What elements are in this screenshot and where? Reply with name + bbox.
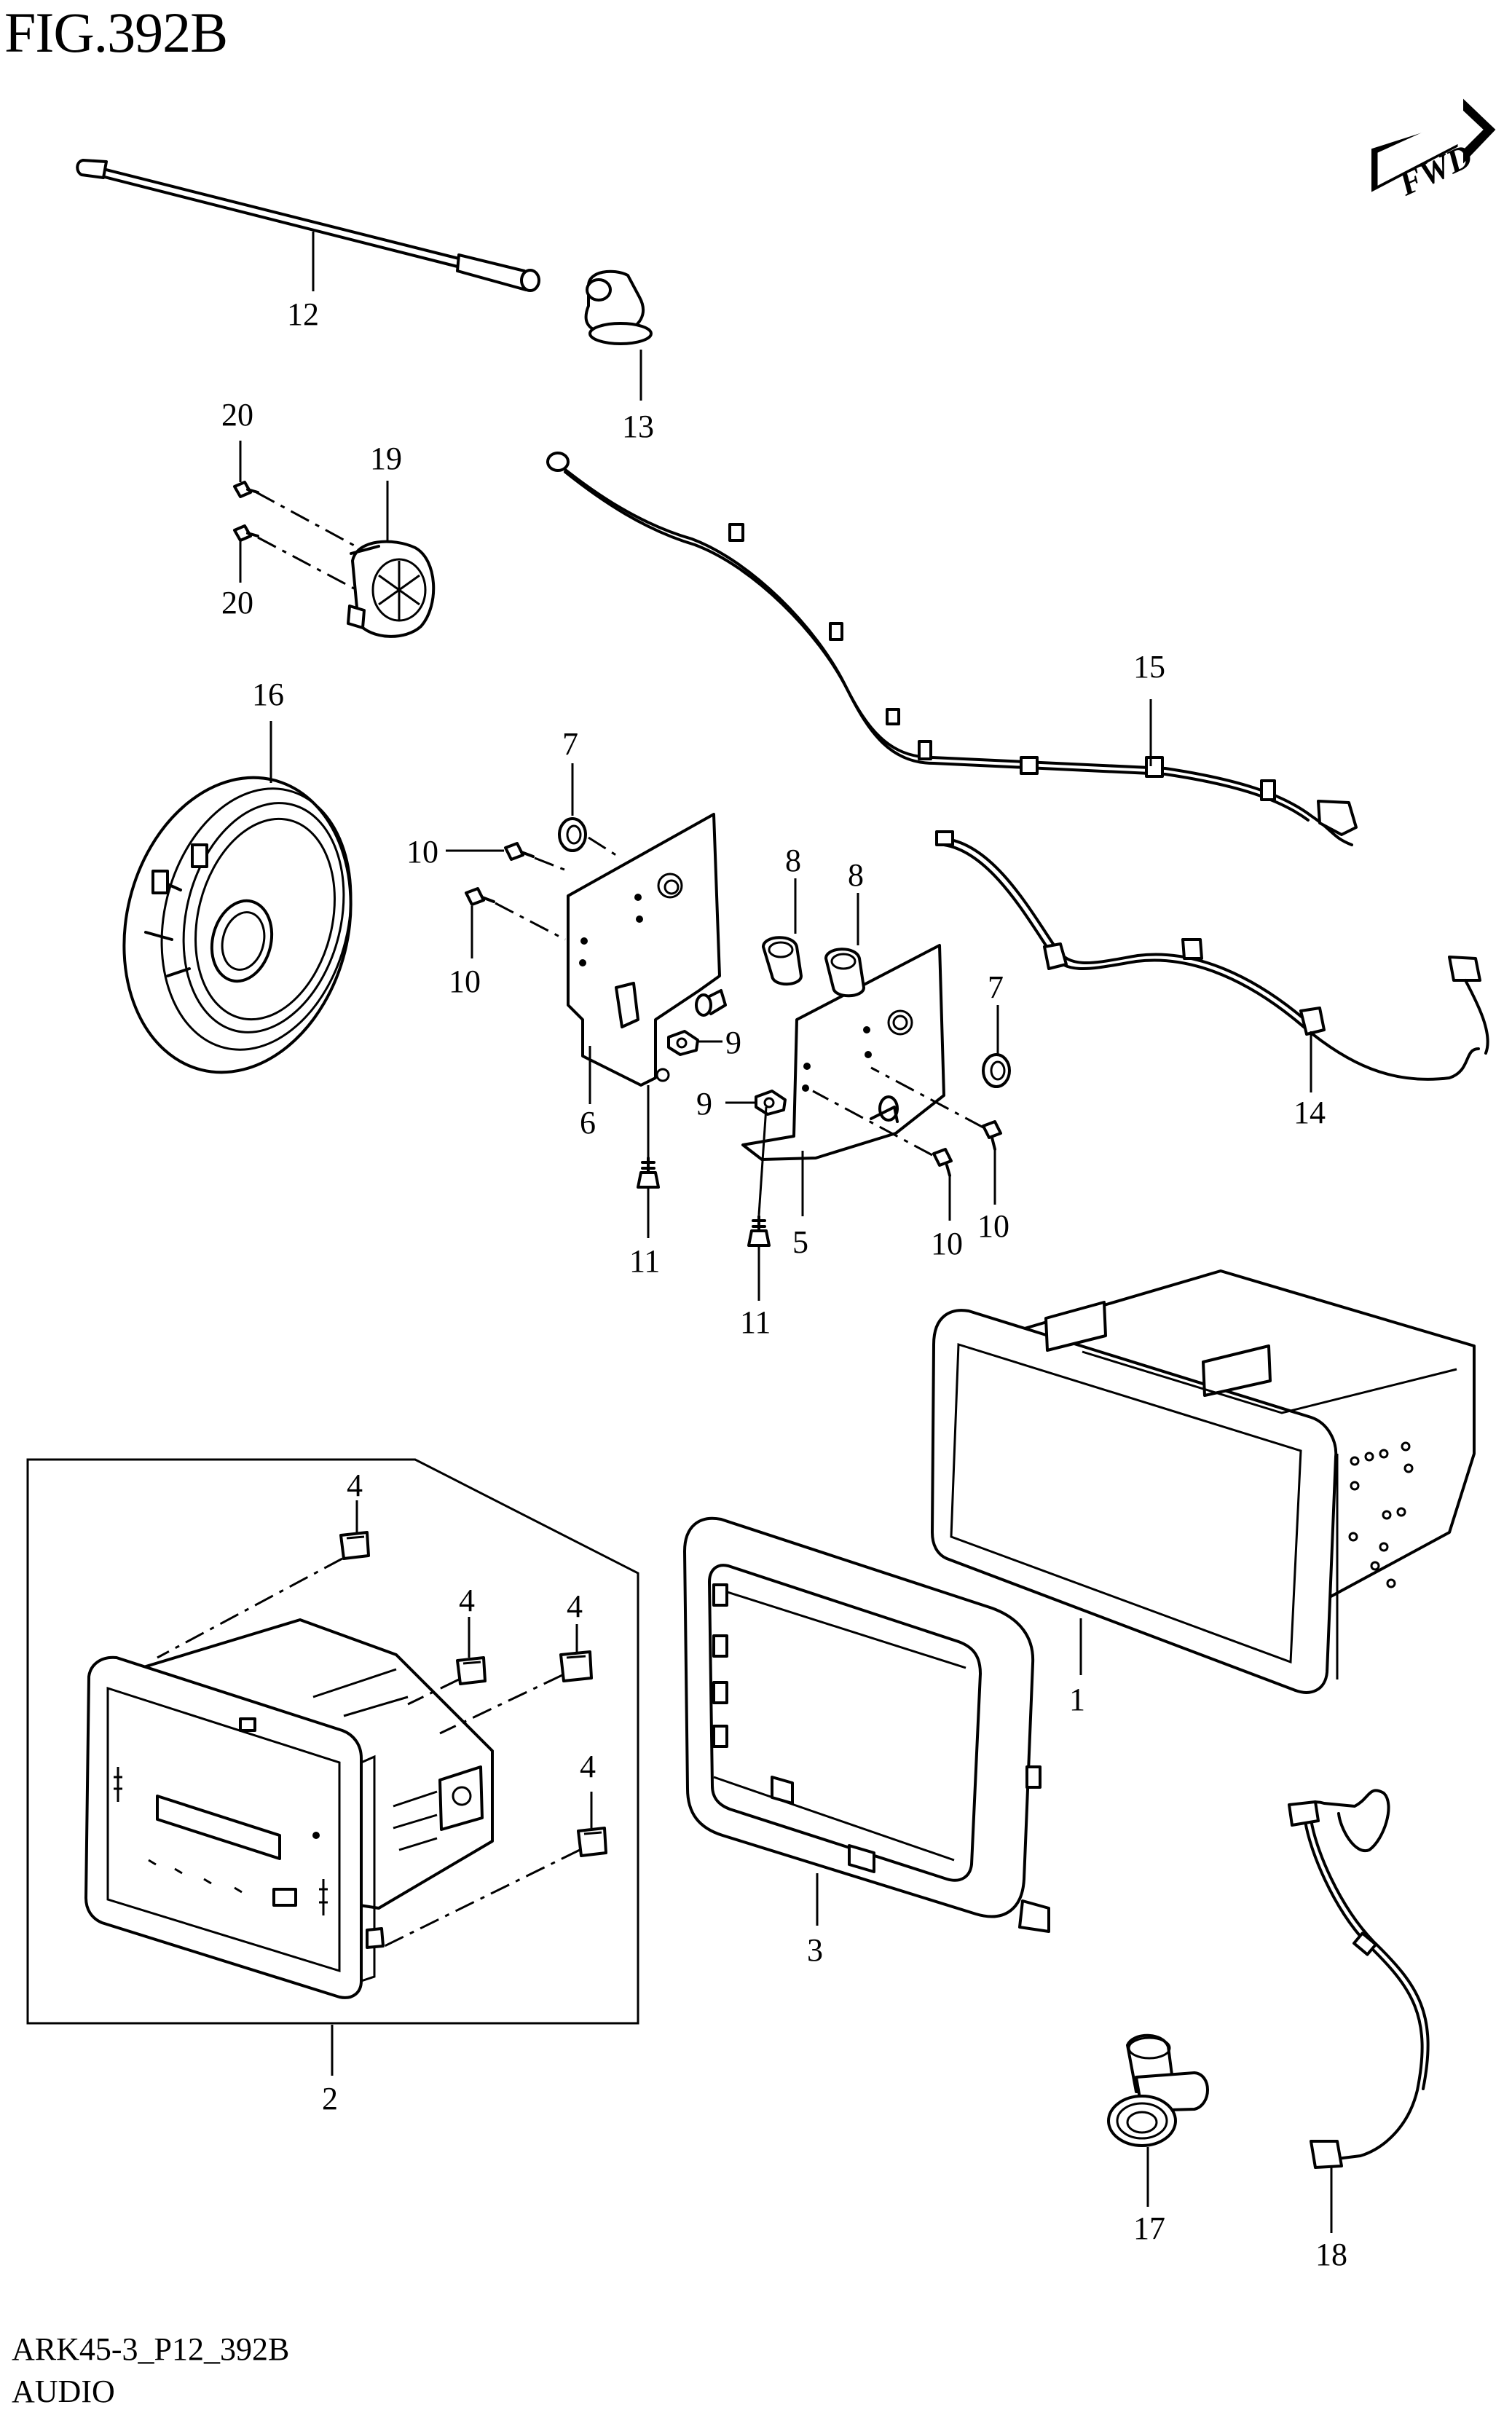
clip-8-left — [762, 936, 803, 986]
nut-9-upper — [667, 1030, 699, 1056]
antenna-rod-part — [76, 159, 540, 292]
label-part-3: 3 — [807, 1932, 823, 1968]
head-unit-1-part — [931, 1269, 1476, 1694]
clip-4-b — [456, 1656, 487, 1685]
option-box-frame — [26, 1458, 639, 2025]
audio-unit-2-part — [84, 1618, 494, 1999]
label-part-1: 1 — [1069, 1682, 1085, 1717]
screw-10-d — [932, 1148, 953, 1177]
label-part-15: 15 — [1133, 649, 1165, 685]
extension-cable-part — [935, 830, 1489, 1081]
label-part-9a: 9 — [725, 1025, 741, 1060]
screw-10-b — [465, 887, 495, 906]
clip-4-a — [339, 1531, 370, 1560]
label-part-14: 14 — [1294, 1095, 1326, 1130]
label-part-20a: 20 — [221, 397, 253, 433]
label-part-11a: 11 — [629, 1243, 660, 1279]
label-part-10a: 10 — [406, 834, 438, 870]
label-part-4a: 4 — [347, 1468, 363, 1503]
usb-cable-part — [1288, 1789, 1430, 2169]
label-part-16: 16 — [252, 677, 284, 712]
label-part-13: 13 — [622, 409, 654, 444]
antenna-base-part — [584, 269, 653, 401]
screw-20-upper — [233, 481, 259, 498]
screw-10-a — [504, 842, 535, 861]
label-part-6: 6 — [580, 1105, 596, 1141]
clip-4-d — [577, 1827, 607, 1857]
part-number-labels: 1 2 3 4 4 4 4 5 6 7 7 8 8 9 9 10 10 10 1… — [221, 296, 1347, 2272]
label-part-2: 2 — [322, 2081, 338, 2116]
drawing-code: ARK45-3_P12_392B — [12, 2331, 290, 2367]
label-part-10d: 10 — [931, 1226, 963, 1261]
figure-title: FIG.392B — [4, 1, 228, 64]
label-part-19: 19 — [370, 441, 402, 476]
screw-11-a — [637, 1157, 660, 1189]
label-part-8a: 8 — [785, 843, 801, 878]
label-part-4c: 4 — [567, 1588, 583, 1624]
screw-20-lower — [233, 524, 259, 542]
fwd-arrow-icon: FWD — [1371, 98, 1496, 203]
label-part-4b: 4 — [459, 1583, 475, 1618]
label-part-20b: 20 — [221, 585, 253, 621]
antenna-cable-part — [546, 452, 1358, 846]
nut-9-lower — [755, 1090, 787, 1116]
label-part-7a: 7 — [562, 726, 578, 762]
label-part-4d: 4 — [580, 1749, 596, 1784]
tweeter-part — [347, 540, 436, 638]
door-speaker-part — [122, 776, 353, 1074]
screw-10-c — [982, 1120, 1002, 1151]
label-part-9b: 9 — [696, 1086, 712, 1122]
bracket-left-part — [567, 813, 727, 1087]
label-part-12: 12 — [287, 296, 319, 332]
section-name: AUDIO — [12, 2374, 115, 2409]
label-part-18: 18 — [1315, 2237, 1347, 2272]
label-part-7b: 7 — [988, 969, 1004, 1005]
grommet-7-upper — [558, 817, 587, 852]
label-part-10b: 10 — [449, 964, 481, 999]
clip-8-right — [824, 948, 865, 998]
label-part-17: 17 — [1133, 2210, 1165, 2246]
label-part-11b: 11 — [740, 1304, 771, 1340]
bezel-frame-3-part — [683, 1516, 1050, 1933]
label-part-10c: 10 — [977, 1208, 1009, 1244]
bracket-right-part — [741, 944, 945, 1161]
usb-socket-part — [1107, 2033, 1209, 2147]
clip-4-c — [559, 1650, 593, 1682]
label-part-5: 5 — [792, 1224, 808, 1260]
grommet-7-lower — [982, 1053, 1011, 1088]
screw-11-b — [747, 1215, 771, 1247]
label-part-8b: 8 — [848, 857, 864, 893]
